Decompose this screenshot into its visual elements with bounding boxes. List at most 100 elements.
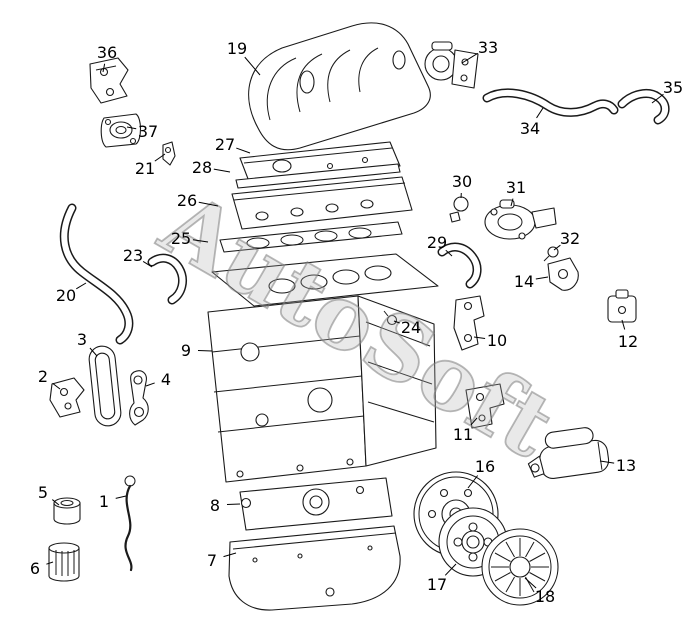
callout-10: 10 (473, 331, 507, 350)
callout-28: 28 (192, 158, 231, 177)
callout-leader-line (126, 126, 137, 130)
callout-27: 27 (215, 135, 251, 154)
callout-6: 6 (30, 559, 54, 578)
callout-number-30[interactable]: 30 (452, 172, 472, 191)
callout-number-19[interactable]: 19 (227, 39, 247, 58)
callout-number-9[interactable]: 9 (181, 341, 191, 360)
engine-mount-bracket (89, 57, 129, 104)
thermostat-housing (484, 199, 557, 240)
callout-leader-line (76, 282, 87, 290)
callout-14: 14 (514, 272, 549, 291)
heater-hose-short (617, 89, 670, 125)
callout-number-11[interactable]: 11 (453, 425, 473, 444)
callout-number-33[interactable]: 33 (478, 38, 498, 57)
callout-number-18[interactable]: 18 (535, 587, 555, 606)
callout-number-31[interactable]: 31 (506, 178, 526, 197)
callout-34: 34 (520, 107, 544, 138)
callout-11: 11 (453, 417, 478, 444)
block-deck (211, 253, 439, 307)
callout-leader-line (46, 561, 54, 565)
callout-17: 17 (427, 563, 457, 594)
callout-9: 9 (181, 341, 213, 360)
bypass-hose (437, 242, 482, 289)
pressure-plate (481, 528, 559, 606)
callout-number-23[interactable]: 23 (123, 246, 143, 265)
engine-cover (248, 22, 431, 151)
callout-leader-line (213, 168, 231, 173)
sensor-small (449, 196, 469, 223)
callout-number-13[interactable]: 13 (616, 456, 636, 475)
callout-number-29[interactable]: 29 (427, 233, 447, 252)
callout-number-35[interactable]: 35 (663, 78, 683, 97)
valve-cover (239, 141, 401, 185)
callout-26: 26 (177, 191, 219, 210)
callout-3: 3 (77, 330, 98, 357)
coolant-hose-short (147, 253, 187, 305)
callout-number-4[interactable]: 4 (161, 370, 171, 389)
callout-number-32[interactable]: 32 (560, 229, 580, 248)
callout-number-5[interactable]: 5 (38, 483, 48, 502)
callout-number-6[interactable]: 6 (30, 559, 40, 578)
callout-2: 2 (38, 367, 61, 390)
callout-leader-line (461, 52, 479, 64)
engine-mount (100, 113, 142, 148)
callout-number-14[interactable]: 14 (514, 272, 534, 291)
callout-19: 19 (227, 39, 261, 76)
coolant-hose-long (59, 203, 134, 345)
callout-number-12[interactable]: 12 (618, 332, 638, 351)
callout-number-8[interactable]: 8 (210, 496, 220, 515)
bracket-right-small (607, 289, 637, 323)
callout-number-24[interactable]: 24 (401, 318, 421, 337)
callout-20: 20 (56, 282, 87, 305)
callout-number-3[interactable]: 3 (77, 330, 87, 349)
callout-number-27[interactable]: 27 (215, 135, 235, 154)
callout-leader-line (226, 503, 241, 506)
callout-number-26[interactable]: 26 (177, 191, 197, 210)
callout-number-37[interactable]: 37 (138, 122, 158, 141)
callout-number-20[interactable]: 20 (56, 286, 76, 305)
callout-number-34[interactable]: 34 (520, 119, 540, 138)
callout-leader-line (473, 336, 486, 339)
callout-leader-line (89, 347, 98, 357)
callout-8: 8 (210, 496, 241, 515)
callout-leader-line (52, 382, 61, 390)
callout-12: 12 (618, 319, 638, 351)
callout-number-7[interactable]: 7 (207, 551, 217, 570)
callout-23: 23 (123, 246, 153, 268)
callout-13: 13 (599, 456, 636, 475)
callout-leader-line (467, 475, 479, 489)
belt-tensioner (129, 370, 149, 426)
lift-bracket-upper (453, 295, 485, 351)
callout-number-28[interactable]: 28 (192, 158, 212, 177)
callout-number-16[interactable]: 16 (475, 457, 495, 476)
callout-number-17[interactable]: 17 (427, 575, 447, 594)
callout-leader-line (470, 417, 478, 426)
outlet-elbow (547, 257, 579, 291)
heater-hose-long (482, 88, 619, 117)
callout-leader-line (535, 276, 549, 280)
callout-leader-line (192, 239, 209, 243)
callout-5: 5 (38, 483, 60, 506)
callout-leader-line (651, 93, 664, 104)
callout-leader-line (599, 460, 615, 464)
callout-leader-line (223, 552, 237, 558)
lift-bracket-lower (465, 383, 505, 429)
callout-number-2[interactable]: 2 (38, 367, 48, 386)
callout-number-21[interactable]: 21 (135, 159, 155, 178)
idler-pulley (53, 497, 81, 525)
callout-leader-line (621, 319, 626, 330)
callout-number-10[interactable]: 10 (487, 331, 507, 350)
timing-belt (88, 345, 122, 427)
callout-leader-line (236, 147, 251, 154)
callout-leader-line (142, 260, 153, 268)
oil-filter (48, 542, 80, 582)
callout-7: 7 (207, 551, 237, 570)
callout-leader-line (145, 382, 155, 387)
callout-number-25[interactable]: 25 (171, 229, 191, 248)
callout-number-1[interactable]: 1 (99, 492, 109, 511)
oil-pump (239, 477, 393, 531)
cylinder-head (231, 176, 413, 230)
callout-number-36[interactable]: 36 (97, 43, 117, 62)
